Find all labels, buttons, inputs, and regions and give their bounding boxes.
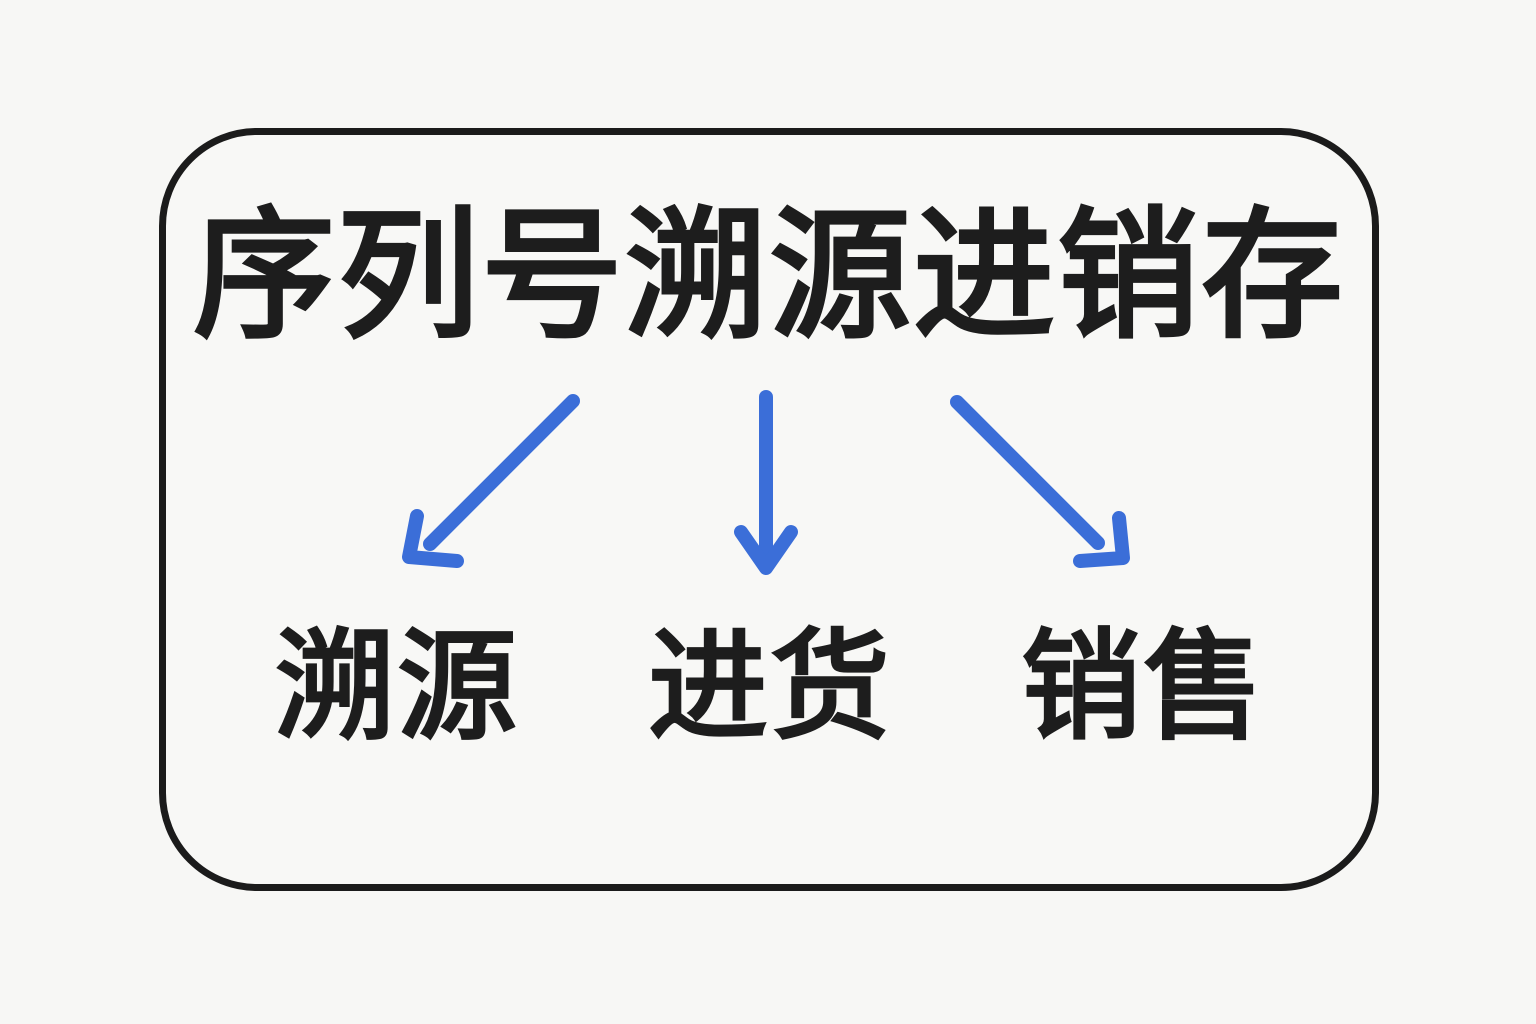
node-label-sales: 销售 (1021, 620, 1265, 754)
node-label-trace: 溯源 (275, 620, 519, 754)
diagram-title: 序列号溯源进销存 (193, 197, 1345, 356)
node-label-purchase: 进货 (648, 620, 892, 754)
